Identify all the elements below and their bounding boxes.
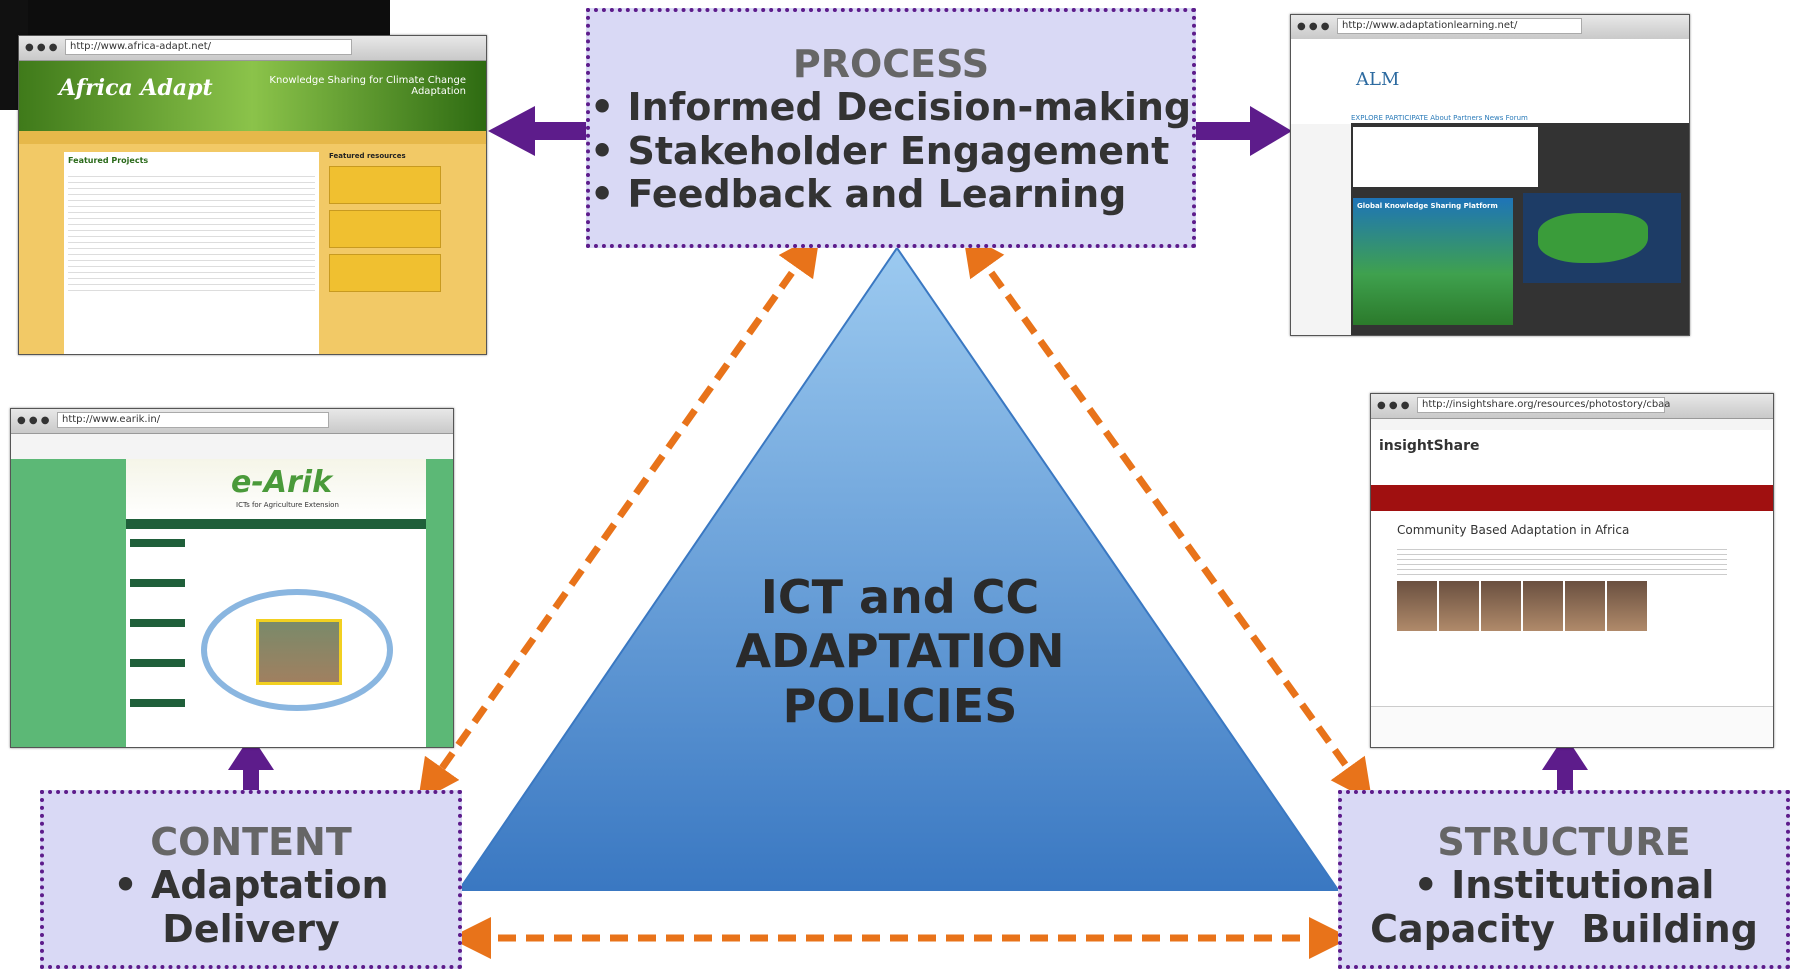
photo-thumbnails (1397, 581, 1647, 631)
breadcrumb-bar (1371, 485, 1773, 511)
url-field: http://www.earik.in/ (57, 412, 329, 428)
process-bullet: • Feedback and Learning (590, 172, 1127, 217)
main-column: Featured Projects (64, 152, 319, 354)
site-logo: e-Arik (231, 465, 333, 500)
content-box: CONTENT • Adaptation Delivery (40, 790, 462, 969)
alm-screenshot: ● ● ●http://www.adaptationlearning.net/ … (1290, 14, 1690, 336)
site-nav: EXPLORE PARTICIPATE About Partners News … (1351, 114, 1528, 122)
arrow-process-structure (962, 232, 1373, 803)
structure-title: STRUCTURE (1437, 820, 1691, 864)
site-body: Global Knowledge Sharing Platform (1351, 123, 1689, 335)
insightshare-screenshot: ● ● ●http://insightshare.org/resources/p… (1370, 393, 1774, 748)
site-subtitle: ICTs for Agriculture Extension (236, 501, 339, 509)
structure-box: STRUCTURE • Institutional Capacity Build… (1338, 790, 1790, 969)
process-box: PROCESS • Informed Decision-making • Sta… (586, 8, 1196, 248)
content-line: • Adaptation (113, 863, 389, 907)
site-nav (19, 131, 486, 145)
site-header: e-Arik ICTs for Agriculture Extension (126, 459, 426, 519)
triangle-line: ICT and CC (760, 570, 1040, 624)
footer-nav (1371, 706, 1773, 747)
resource-card (329, 254, 441, 292)
site-header: ALM EXPLORE PARTICIPATE About Partners N… (1291, 39, 1689, 124)
process-title: PROCESS (792, 42, 990, 86)
site-page: e-Arik ICTs for Agriculture Extension (126, 459, 426, 747)
triangle-line: ADAPTATION (735, 624, 1065, 679)
cycle-diagram (201, 589, 393, 711)
panel-title: Global Knowledge Sharing Platform (1357, 202, 1498, 210)
arrow-to-insightshare (1542, 735, 1588, 795)
site-content: Community Based Adaptation in Africa (1371, 511, 1773, 747)
url-field: http://www.adaptationlearning.net/ (1337, 18, 1583, 34)
resource-card (329, 166, 441, 204)
process-bullet: • Stakeholder Engagement (590, 128, 1170, 173)
world-map (1523, 193, 1681, 283)
text-block (68, 171, 315, 291)
arrow-to-alm (1195, 106, 1292, 156)
browser-bar: ● ● ●http://www.africa-adapt.net/ (19, 36, 486, 61)
triangle-line: POLICIES (782, 678, 1018, 733)
resource-card (329, 210, 441, 248)
site-logo: insightShare (1379, 438, 1480, 454)
arrow-to-earik (228, 735, 274, 795)
arrow-process-content (417, 232, 821, 803)
page-heading: Community Based Adaptation in Africa (1397, 523, 1630, 537)
structure-line: • Institutional (1413, 863, 1715, 907)
section-heading: Featured Projects (68, 156, 149, 165)
browser-bar: ● ● ●http://insightshare.org/resources/p… (1371, 394, 1773, 419)
side-heading: Featured resources (329, 152, 406, 160)
arrow-to-africa-adapt (488, 106, 590, 156)
site-background: e-Arik ICTs for Agriculture Extension (11, 459, 453, 747)
site-logo: ALM (1356, 69, 1400, 90)
nav-bar (126, 519, 426, 529)
url-field: http://insightshare.org/resources/photos… (1417, 397, 1670, 413)
content-line: Delivery (162, 906, 340, 951)
site-header: insightShare (1371, 430, 1773, 485)
earik-screenshot: ● ● ●http://www.earik.in/ e-Arik ICTs fo… (10, 408, 454, 748)
map-land (1538, 213, 1648, 263)
intro-text (1397, 545, 1727, 575)
side-column: Featured resources (329, 152, 441, 354)
site-logo: Africa Adapt (59, 75, 213, 101)
content-title: CONTENT (150, 820, 352, 864)
farmers-photo (256, 619, 342, 685)
side-menu (130, 539, 185, 739)
triangle-label: ICT and CC ADAPTATION POLICIES (690, 570, 1110, 733)
url-field: http://www.africa-adapt.net/ (65, 39, 352, 55)
site-body: Featured Projects Featured resources (19, 144, 486, 354)
browser-bar: ● ● ●http://www.earik.in/ (11, 409, 453, 434)
africa-adapt-screenshot: ● ● ●http://www.africa-adapt.net/ Africa… (18, 35, 487, 355)
knowledge-panel: Global Knowledge Sharing Platform (1353, 198, 1513, 325)
news-strip (1353, 127, 1538, 187)
browser-bar: ● ● ●http://www.adaptationlearning.net/ (1291, 15, 1689, 40)
process-bullet: • Informed Decision-making (590, 85, 1192, 129)
site-header: Africa Adapt Knowledge Sharing for Clima… (19, 61, 486, 131)
structure-line: Capacity Building (1370, 906, 1758, 951)
site-tagline: Knowledge Sharing for Climate Change Ada… (269, 75, 466, 97)
